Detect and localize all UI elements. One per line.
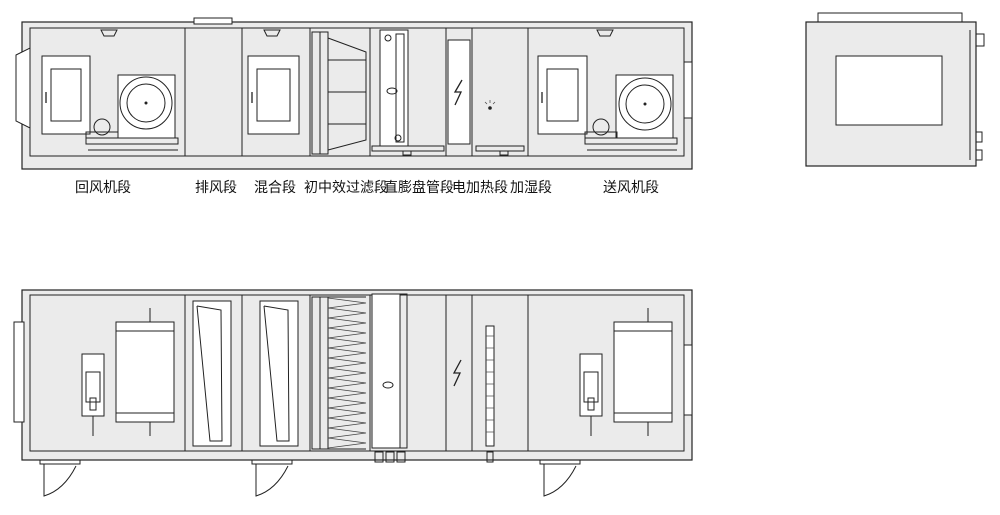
electric-heater-plan: [452, 359, 462, 387]
front-top-vent: [193, 17, 233, 25]
front-inlet-flange: [15, 47, 31, 129]
end-view: [805, 12, 985, 167]
front-outlet-flange: [683, 61, 693, 119]
section-labels: 回风机段 排风段 混合段 初中效过滤段 直膨盘管段 电加热段 加湿段 送风机段: [75, 179, 659, 196]
end-opening: [835, 55, 943, 126]
electric-heater-section: [447, 39, 471, 145]
label-filter-section: 初中效过滤段: [304, 179, 388, 196]
supply-fan-plan: [579, 308, 673, 436]
label-return-fan-section: 回风机段: [75, 180, 131, 196]
front-elevation: 回风机段 排风段 混合段 初中效过滤段 直膨盘管段 电加热段 加湿段 送风机段: [15, 17, 693, 196]
return-fan-section: [41, 55, 179, 151]
label-exhaust-section: 排风段: [195, 180, 237, 196]
plan-outlet-flange: [683, 344, 693, 416]
filter-section-front: [311, 31, 367, 155]
label-dx-coil-section: 直膨盘管段: [384, 179, 454, 196]
exhaust-damper-plan: [192, 300, 232, 447]
access-doors: [39, 459, 581, 497]
label-electric-heater-section: 电加热段: [452, 180, 508, 196]
dx-coil-section: [371, 29, 445, 156]
label-supply-fan-section: 送风机段: [603, 180, 659, 196]
dx-coil-plan: [371, 293, 408, 463]
front-dividers: [184, 28, 529, 156]
supply-fan-section: [537, 55, 678, 151]
return-fan-plan: [81, 308, 175, 436]
humidifier-section: [475, 100, 525, 156]
label-mixing-section: 混合段: [254, 180, 296, 196]
label-humidifier-section: 加湿段: [510, 180, 552, 196]
mixing-damper-plan: [259, 300, 299, 447]
plan-inlet-flange: [13, 321, 25, 423]
filter-plan: [311, 296, 367, 450]
mixing-section: [247, 55, 300, 135]
humidifier-plan: [485, 325, 495, 463]
plan-view: [13, 289, 693, 497]
